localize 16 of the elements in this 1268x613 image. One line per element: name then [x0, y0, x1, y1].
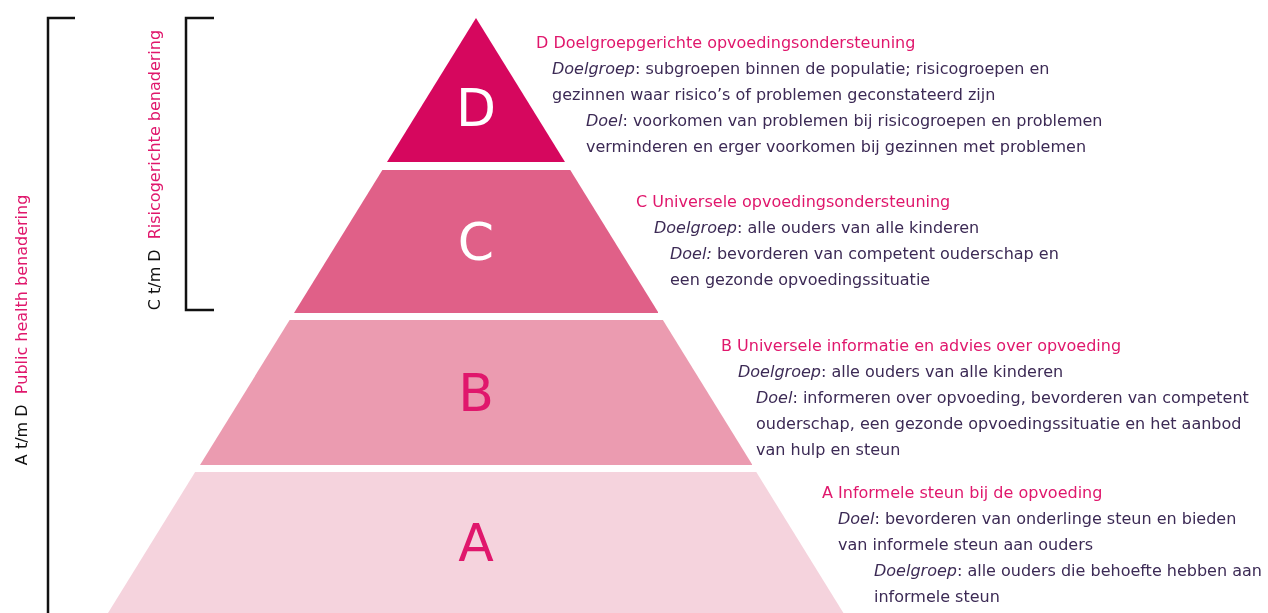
description-text: Doel: voorkomen van problemen bij risicogroepen en problemen verminderen en erger voorkomen bij gezinnen met problemen: [586, 110, 1104, 158]
description-text: Doelgroep: alle ouders van alle kinderen: [738, 361, 1065, 383]
description-text: Doel: bevorderen van competent ouderschap en een gezonde opvoedingssituatie: [670, 243, 1060, 291]
tier-heading: B Universele informatie en advies over opvoeding: [721, 335, 1123, 357]
description-text: Doelgroep: alle ouders die behoefte hebben aan informele steun: [874, 560, 1263, 608]
tier-heading: A Informele steun bij de opvoeding: [822, 482, 1104, 504]
approach-label: Public health benadering: [12, 195, 31, 395]
range-label: C t/m D: [145, 249, 164, 311]
approach-label: Risicogerichte benadering: [145, 30, 164, 240]
description-text: Doelgroep: subgroepen binnen de populatie; risicogroepen en gezinnen waar risico’s of problemen geconstateerd zijn: [552, 58, 1051, 106]
description-text: Doel: bevorderen van onderlinge steun en bieden van informele steun aan ouders: [838, 508, 1238, 556]
range-label: A t/m D: [12, 404, 31, 466]
description-text: Doel: informeren over opvoeding, bevorderen van competent ouderschap, een gezonde opvoedingssituatie en het aanbod van hulp en steun: [756, 387, 1250, 461]
tier-heading: D Doelgroepgerichte opvoedingsondersteuning: [536, 32, 917, 54]
tier-heading: C Universele opvoedingsondersteuning: [636, 191, 952, 213]
description-text: Doelgroep: alle ouders van alle kinderen: [654, 217, 981, 239]
